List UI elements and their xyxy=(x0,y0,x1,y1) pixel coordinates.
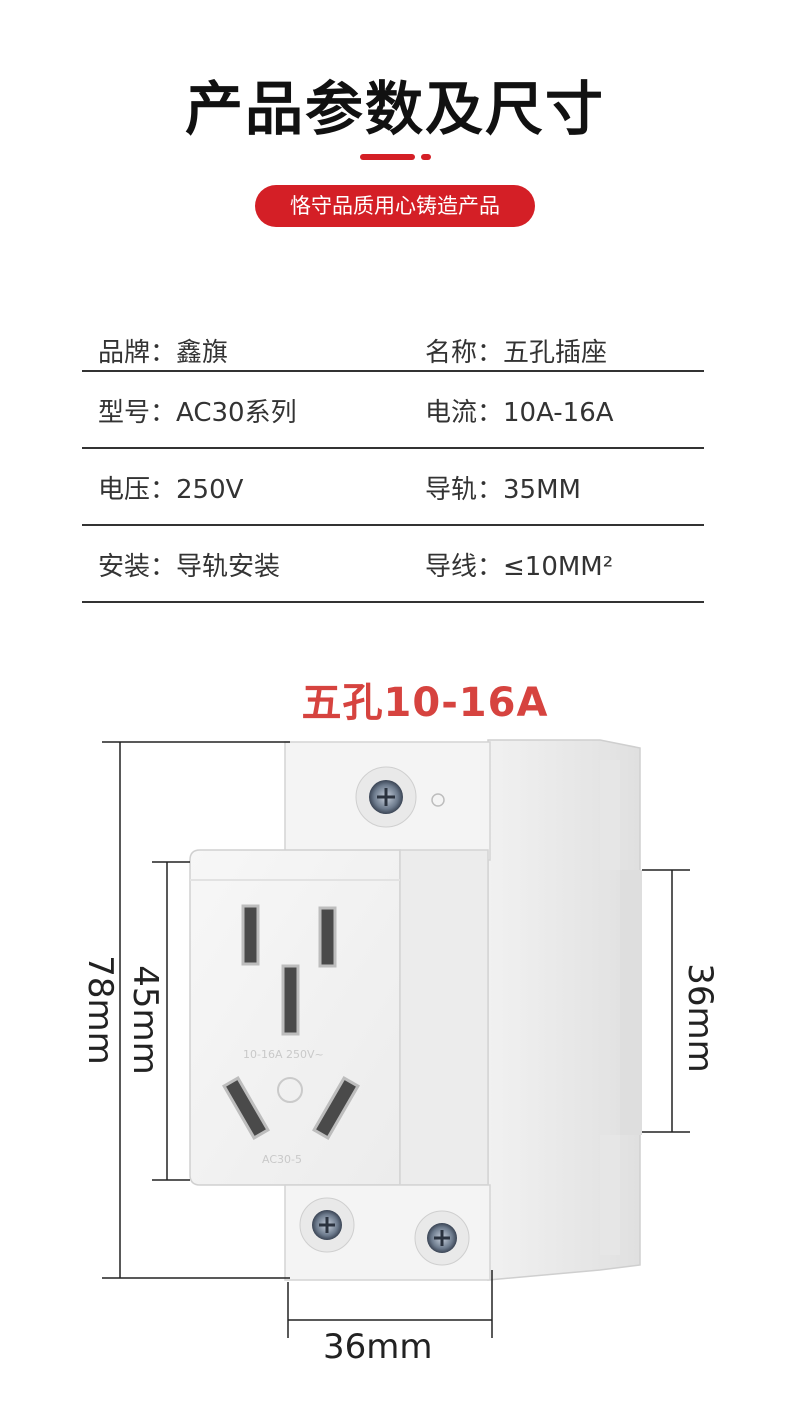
socket-body-side xyxy=(487,739,642,1281)
dimension-height-rail: 36mm xyxy=(680,963,720,1073)
three-pin-hole-left xyxy=(222,1075,270,1141)
title-accent-line xyxy=(360,154,415,160)
subtitle-pill: 恪守品质用心铸造产品 xyxy=(255,185,535,227)
model-imprint: AC30-5 xyxy=(262,1153,302,1166)
spec-install: 安装：导轨安装 xyxy=(98,552,281,582)
earth-hole xyxy=(281,964,300,1036)
spec-row: 型号：AC30系列 电流：10A-16A xyxy=(82,372,704,449)
dimension-width: 36mm xyxy=(323,1327,433,1367)
dimension-height-total: 78mm xyxy=(80,955,120,1065)
certification-mark-icon xyxy=(277,1077,303,1103)
spec-model: 型号：AC30系列 xyxy=(98,398,297,428)
spec-row: 安装：导轨安装 导线：≤10MM² xyxy=(82,526,704,603)
socket-illustration: 10-16A 250V~ AC30-5 xyxy=(102,739,690,1338)
spec-row: 电压：250V 导轨：35MM xyxy=(82,449,704,526)
product-label: 五孔10-16A xyxy=(301,680,549,726)
spec-name: 名称：五孔插座 xyxy=(425,338,608,368)
spec-row: 品牌：鑫旗 名称：五孔插座 xyxy=(82,310,704,372)
two-pin-hole-left xyxy=(241,904,260,966)
title-accent-dot xyxy=(421,154,431,160)
socket-bottom-block xyxy=(284,1184,491,1281)
page-title: 产品参数及尺寸 xyxy=(184,75,605,143)
spec-current: 电流：10A-16A xyxy=(425,398,614,428)
three-pin-hole-right xyxy=(312,1075,360,1141)
dimension-height-front: 45mm xyxy=(125,965,165,1075)
socket-front-face: 10-16A 250V~ AC30-5 xyxy=(189,849,489,1186)
spec-table: 品牌：鑫旗 名称：五孔插座 型号：AC30系列 电流：10A-16A 电压：25… xyxy=(82,310,704,603)
dimension-lines xyxy=(102,741,690,1338)
two-pin-hole-right xyxy=(318,906,337,968)
rating-imprint: 10-16A 250V~ xyxy=(243,1048,324,1061)
spec-voltage: 电压：250V xyxy=(98,475,244,505)
ground-symbol-icon xyxy=(431,793,445,807)
spec-brand: 品牌：鑫旗 xyxy=(98,338,229,368)
spec-wire: 导线：≤10MM² xyxy=(425,552,614,582)
socket-top-block xyxy=(284,741,491,861)
spec-rail: 导轨：35MM xyxy=(425,475,581,505)
